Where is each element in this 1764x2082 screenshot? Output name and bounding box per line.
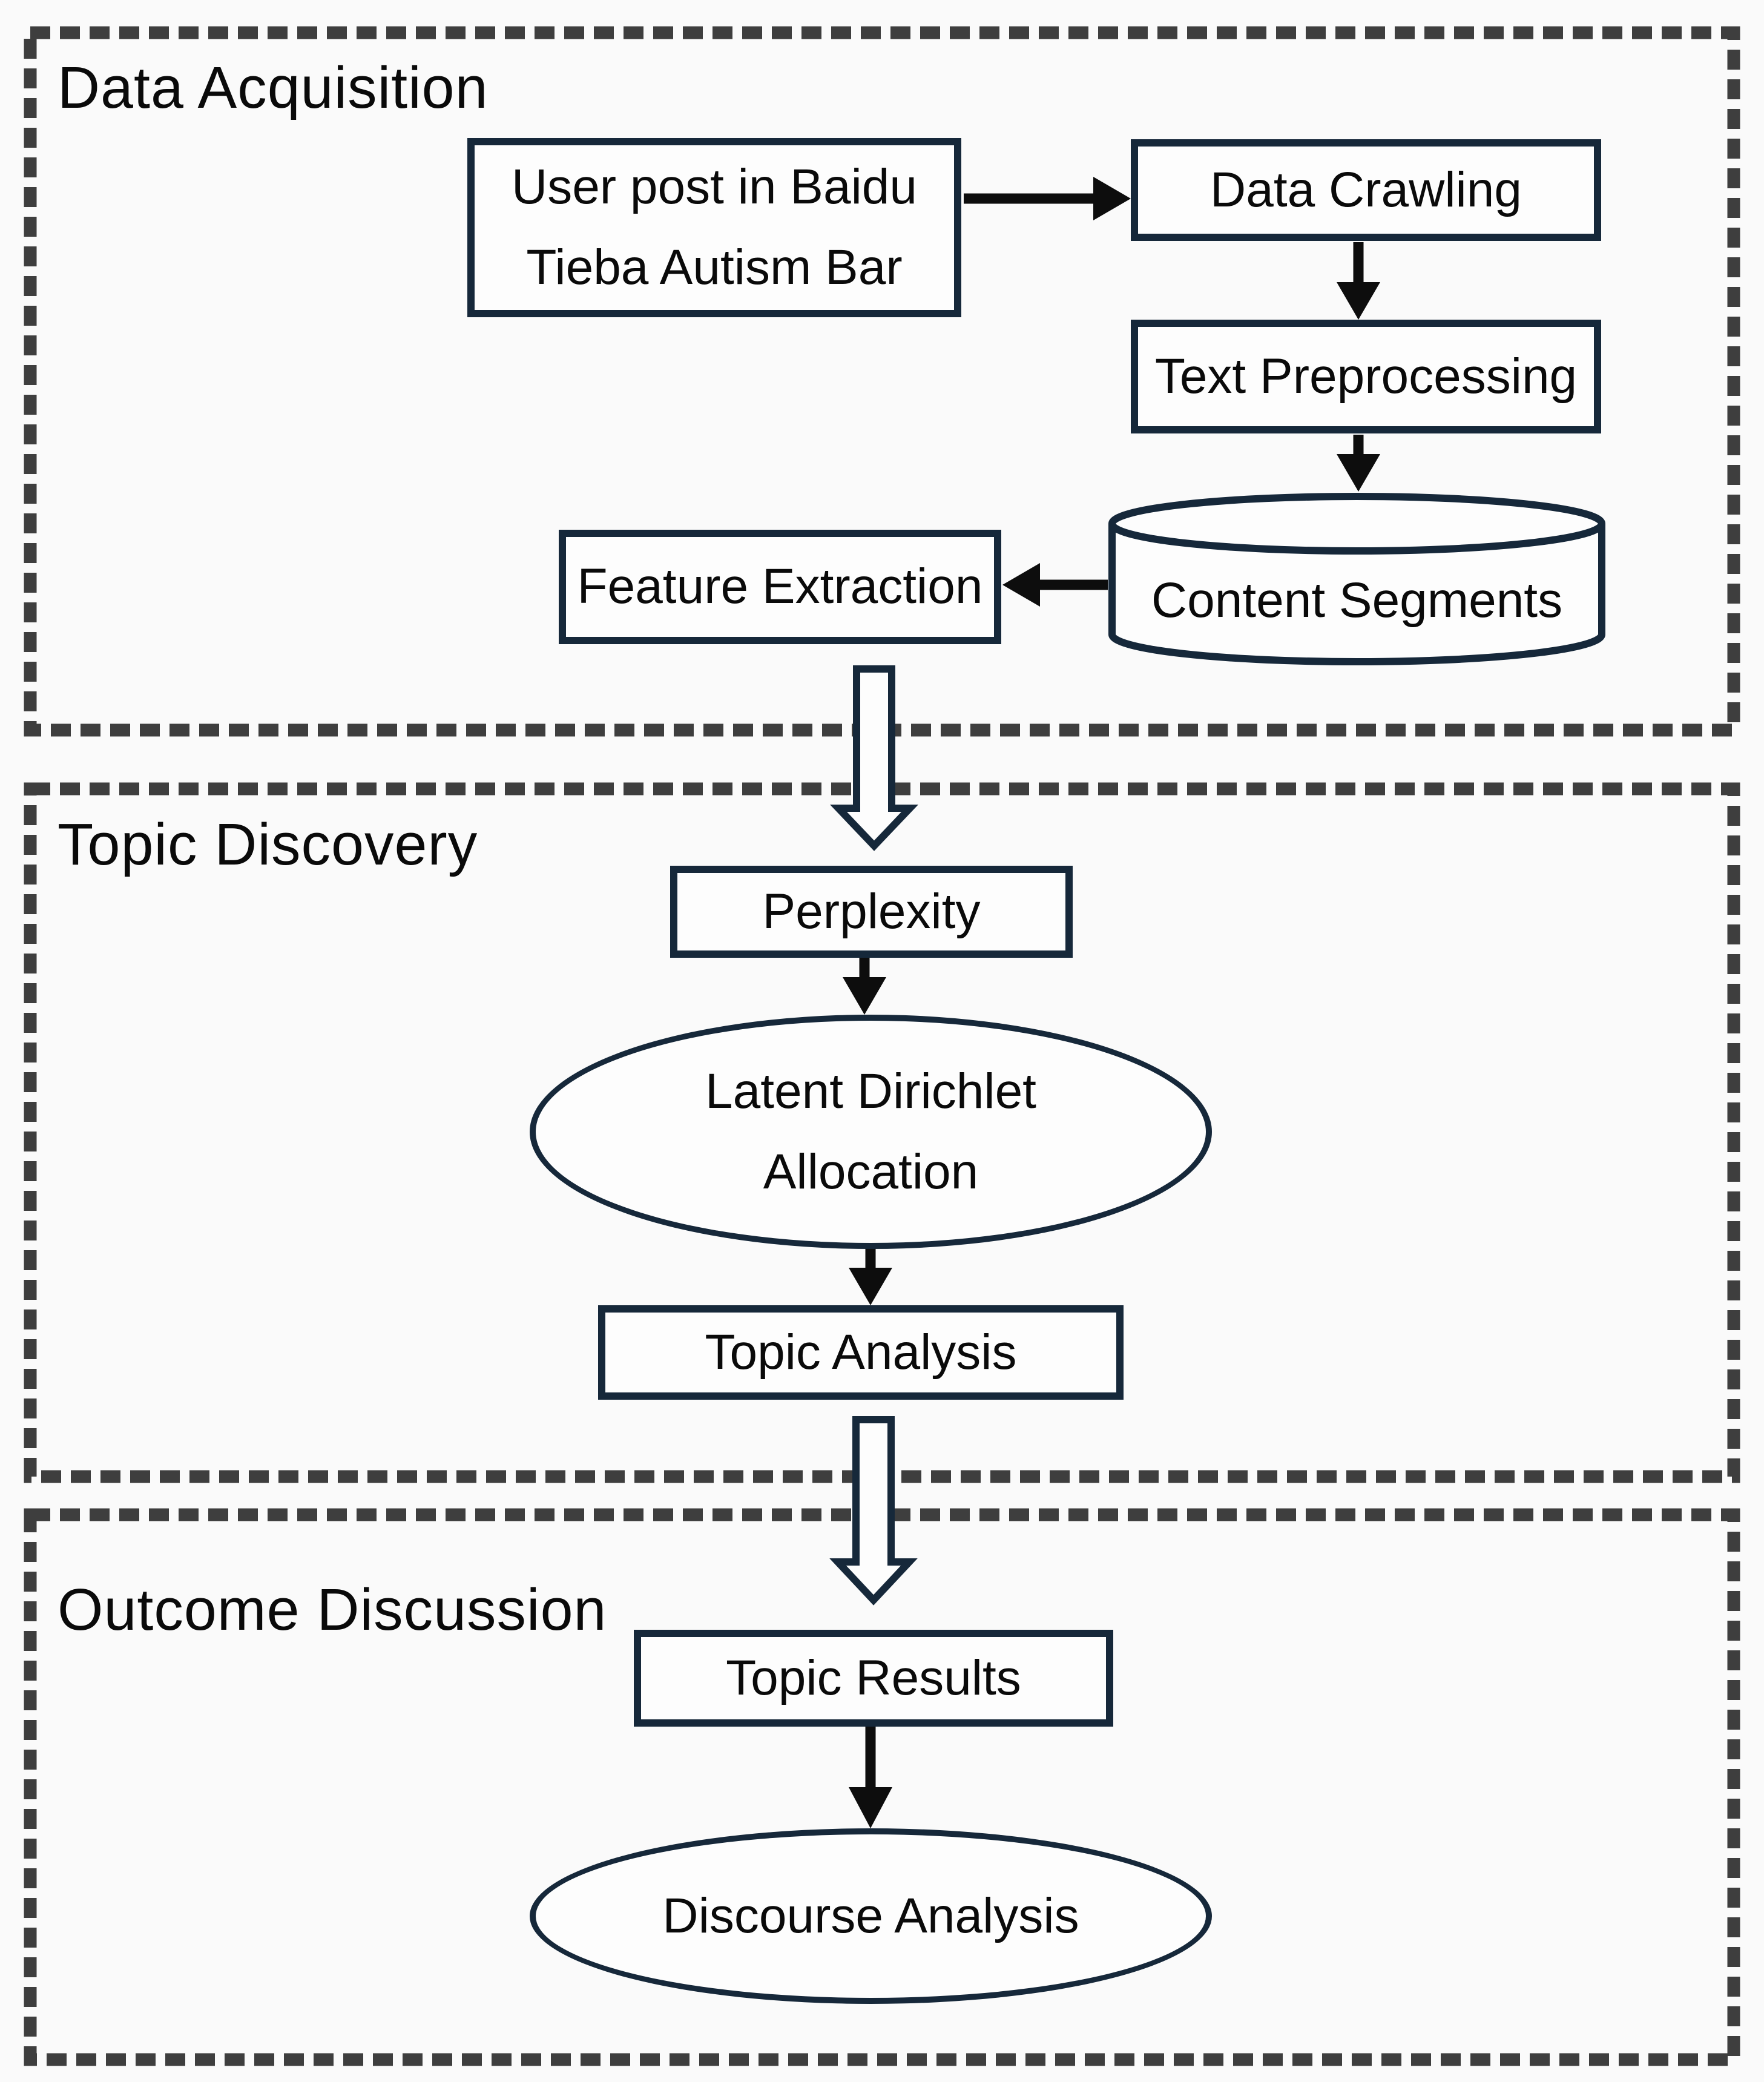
arrow-text-preprocessing-to-content-segments bbox=[1337, 435, 1380, 492]
node-content-segments: Content Segments bbox=[1108, 492, 1606, 666]
section-label-data-acquisition: Data Acquisition bbox=[58, 54, 489, 120]
node-data-crawling: Data Crawling bbox=[1131, 139, 1601, 241]
node-feature-extraction-label: Feature Extraction bbox=[577, 559, 983, 614]
node-user-post-line1: User post in Baidu bbox=[511, 159, 917, 215]
section-label-outcome-discussion: Outcome Discussion bbox=[58, 1576, 607, 1642]
node-discourse-analysis-label: Discourse Analysis bbox=[662, 1888, 1079, 1943]
arrow-perplexity-to-lda bbox=[843, 958, 886, 1015]
node-lda-line1: Latent Dirichlet bbox=[705, 1063, 1036, 1119]
node-latent-dirichlet-allocation: Latent Dirichlet Allocation bbox=[530, 1015, 1212, 1249]
block-arrow-topic-analysis-to-topic-results bbox=[829, 1416, 918, 1606]
arrow-user-post-to-data-crawling bbox=[964, 177, 1131, 220]
node-user-post-line2: Tieba Autism Bar bbox=[526, 240, 903, 295]
section-label-topic-discovery: Topic Discovery bbox=[58, 811, 478, 877]
block-arrow-feature-extraction-to-perplexity bbox=[830, 665, 918, 851]
node-topic-results-label: Topic Results bbox=[726, 1650, 1021, 1705]
node-user-post: User post in Baidu Tieba Autism Bar bbox=[467, 138, 961, 317]
node-perplexity-label: Perplexity bbox=[762, 883, 981, 939]
node-text-preprocessing-label: Text Preprocessing bbox=[1154, 348, 1578, 404]
node-topic-analysis-label: Topic Analysis bbox=[705, 1324, 1017, 1380]
arrow-content-segments-to-feature-extraction bbox=[1002, 563, 1108, 607]
arrow-data-crawling-to-text-preprocessing bbox=[1337, 242, 1380, 320]
node-discourse-analysis: Discourse Analysis bbox=[530, 1828, 1212, 2004]
node-feature-extraction: Feature Extraction bbox=[559, 530, 1001, 644]
node-text-preprocessing: Text Preprocessing bbox=[1131, 320, 1601, 433]
arrow-topic-results-to-discourse-analysis bbox=[849, 1727, 892, 1828]
node-topic-analysis: Topic Analysis bbox=[598, 1305, 1124, 1400]
node-data-crawling-label: Data Crawling bbox=[1210, 162, 1522, 217]
node-lda-line2: Allocation bbox=[763, 1144, 979, 1199]
node-content-segments-label: Content Segments bbox=[1151, 573, 1563, 628]
node-perplexity: Perplexity bbox=[670, 866, 1073, 958]
arrow-lda-to-topic-analysis bbox=[849, 1248, 892, 1305]
database-cylinder-icon bbox=[1108, 493, 1605, 665]
node-topic-results: Topic Results bbox=[634, 1630, 1113, 1727]
